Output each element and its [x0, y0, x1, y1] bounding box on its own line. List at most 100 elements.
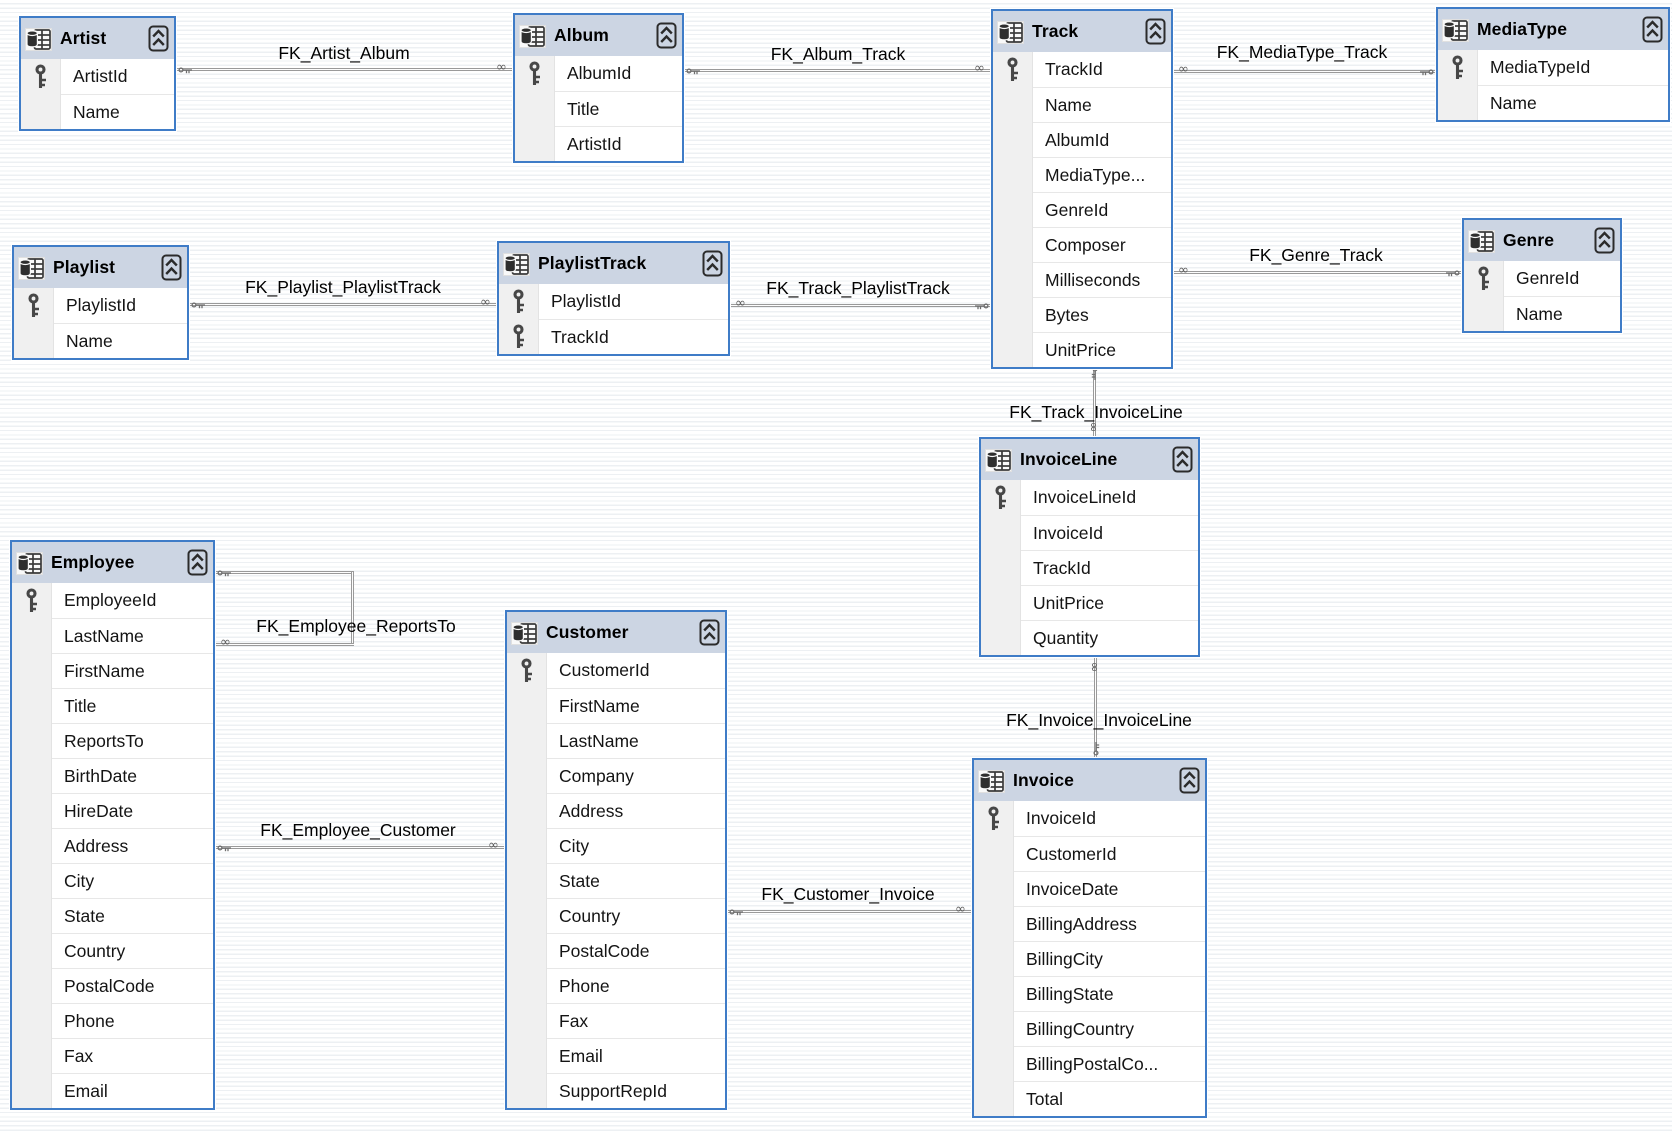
column-row[interactable]: UnitPrice [981, 585, 1198, 620]
table-header[interactable]: Genre [1464, 220, 1620, 261]
column-row[interactable]: ReportsTo [12, 723, 213, 758]
column-row[interactable]: AlbumId [515, 56, 682, 91]
relationship-label[interactable]: FK_Employee_Customer [260, 820, 456, 840]
column-row[interactable]: Name [993, 87, 1171, 122]
collapse-button[interactable] [1179, 767, 1200, 794]
collapse-button[interactable] [656, 22, 677, 49]
column-row[interactable]: PostalCode [12, 968, 213, 1003]
relationship-line-segment[interactable] [351, 572, 354, 646]
column-row[interactable]: Email [507, 1038, 725, 1073]
column-row[interactable]: TrackId [993, 52, 1171, 87]
column-row[interactable]: Name [1464, 296, 1620, 331]
column-row[interactable]: TrackId [981, 550, 1198, 585]
column-row[interactable]: City [507, 828, 725, 863]
column-row[interactable]: Milliseconds [993, 262, 1171, 297]
column-row[interactable]: BillingAddress [974, 906, 1205, 941]
column-row[interactable]: FirstName [507, 688, 725, 723]
column-row[interactable]: City [12, 863, 213, 898]
table-header[interactable]: Customer [507, 612, 725, 653]
table-header[interactable]: Employee [12, 542, 213, 583]
column-row[interactable]: GenreId [993, 192, 1171, 227]
relationship-label[interactable]: FK_Track_InvoiceLine [1009, 402, 1183, 422]
relationship-line-segment[interactable] [216, 846, 504, 849]
collapse-button[interactable] [1642, 16, 1663, 43]
column-row[interactable]: Quantity [981, 620, 1198, 655]
column-row[interactable]: LastName [507, 723, 725, 758]
collapse-button[interactable] [187, 549, 208, 576]
collapse-button[interactable] [148, 25, 169, 52]
column-row[interactable]: Name [1438, 85, 1668, 120]
column-row[interactable]: Composer [993, 227, 1171, 262]
table-header[interactable]: Playlist [14, 247, 187, 288]
relationship-line-segment[interactable] [728, 910, 971, 913]
column-row[interactable]: Country [12, 933, 213, 968]
relationship-label[interactable]: FK_Playlist_PlaylistTrack [245, 277, 441, 297]
table-header[interactable]: InvoiceLine [981, 439, 1198, 480]
relationship-label[interactable]: FK_Album_Track [770, 44, 906, 64]
column-row[interactable]: Title [12, 688, 213, 723]
column-row[interactable]: ArtistId [515, 126, 682, 161]
relationship-label[interactable]: FK_Genre_Track [1249, 245, 1383, 265]
column-row[interactable]: Phone [12, 1003, 213, 1038]
column-row[interactable]: Email [12, 1073, 213, 1108]
collapse-button[interactable] [1145, 18, 1166, 45]
relationship-line-segment[interactable] [1174, 271, 1461, 274]
table-header[interactable]: Invoice [974, 760, 1205, 801]
column-row[interactable]: State [507, 863, 725, 898]
table-header[interactable]: MediaType [1438, 9, 1668, 50]
column-row[interactable]: Fax [507, 1003, 725, 1038]
column-row[interactable]: Fax [12, 1038, 213, 1073]
table-header[interactable]: Track [993, 11, 1171, 52]
relationship-line-segment[interactable] [190, 303, 496, 306]
column-row[interactable]: PlaylistId [14, 288, 187, 323]
column-row[interactable]: CustomerId [507, 653, 725, 688]
column-row[interactable]: UnitPrice [993, 332, 1171, 367]
column-row[interactable]: MediaType... [993, 157, 1171, 192]
column-row[interactable]: FirstName [12, 653, 213, 688]
relationship-label[interactable]: FK_Invoice_InvoiceLine [1006, 710, 1192, 730]
table-header[interactable]: Artist [21, 18, 174, 59]
column-row[interactable]: InvoiceLineId [981, 480, 1198, 515]
column-row[interactable]: Title [515, 91, 682, 126]
column-row[interactable]: InvoiceId [981, 515, 1198, 550]
column-row[interactable]: Address [507, 793, 725, 828]
relationship-line-segment[interactable] [1093, 369, 1096, 436]
collapse-button[interactable] [161, 254, 182, 281]
relationship-label[interactable]: FK_Customer_Invoice [761, 884, 935, 904]
collapse-button[interactable] [702, 250, 723, 277]
relationship-line-segment[interactable] [216, 571, 354, 574]
relationship-line-segment[interactable] [685, 69, 990, 72]
column-row[interactable]: InvoiceDate [974, 871, 1205, 906]
column-row[interactable]: Bytes [993, 297, 1171, 332]
collapse-button[interactable] [1172, 446, 1193, 473]
column-row[interactable]: PlaylistId [499, 284, 728, 319]
column-row[interactable]: BillingPostalCo... [974, 1046, 1205, 1081]
table-header[interactable]: PlaylistTrack [499, 243, 728, 284]
column-row[interactable]: MediaTypeId [1438, 50, 1668, 85]
relationship-label[interactable]: FK_MediaType_Track [1216, 42, 1388, 62]
column-row[interactable]: CustomerId [974, 836, 1205, 871]
table-header[interactable]: Album [515, 15, 682, 56]
collapse-button[interactable] [1594, 227, 1615, 254]
column-row[interactable]: LastName [12, 618, 213, 653]
column-row[interactable]: BillingCity [974, 941, 1205, 976]
column-row[interactable]: AlbumId [993, 122, 1171, 157]
relationship-line-segment[interactable] [216, 643, 354, 646]
column-row[interactable]: Total [974, 1081, 1205, 1116]
column-row[interactable]: InvoiceId [974, 801, 1205, 836]
column-row[interactable]: Company [507, 758, 725, 793]
column-row[interactable]: TrackId [499, 319, 728, 354]
column-row[interactable]: Name [21, 94, 174, 129]
column-row[interactable]: EmployeeId [12, 583, 213, 618]
relationship-line-segment[interactable] [177, 68, 512, 71]
